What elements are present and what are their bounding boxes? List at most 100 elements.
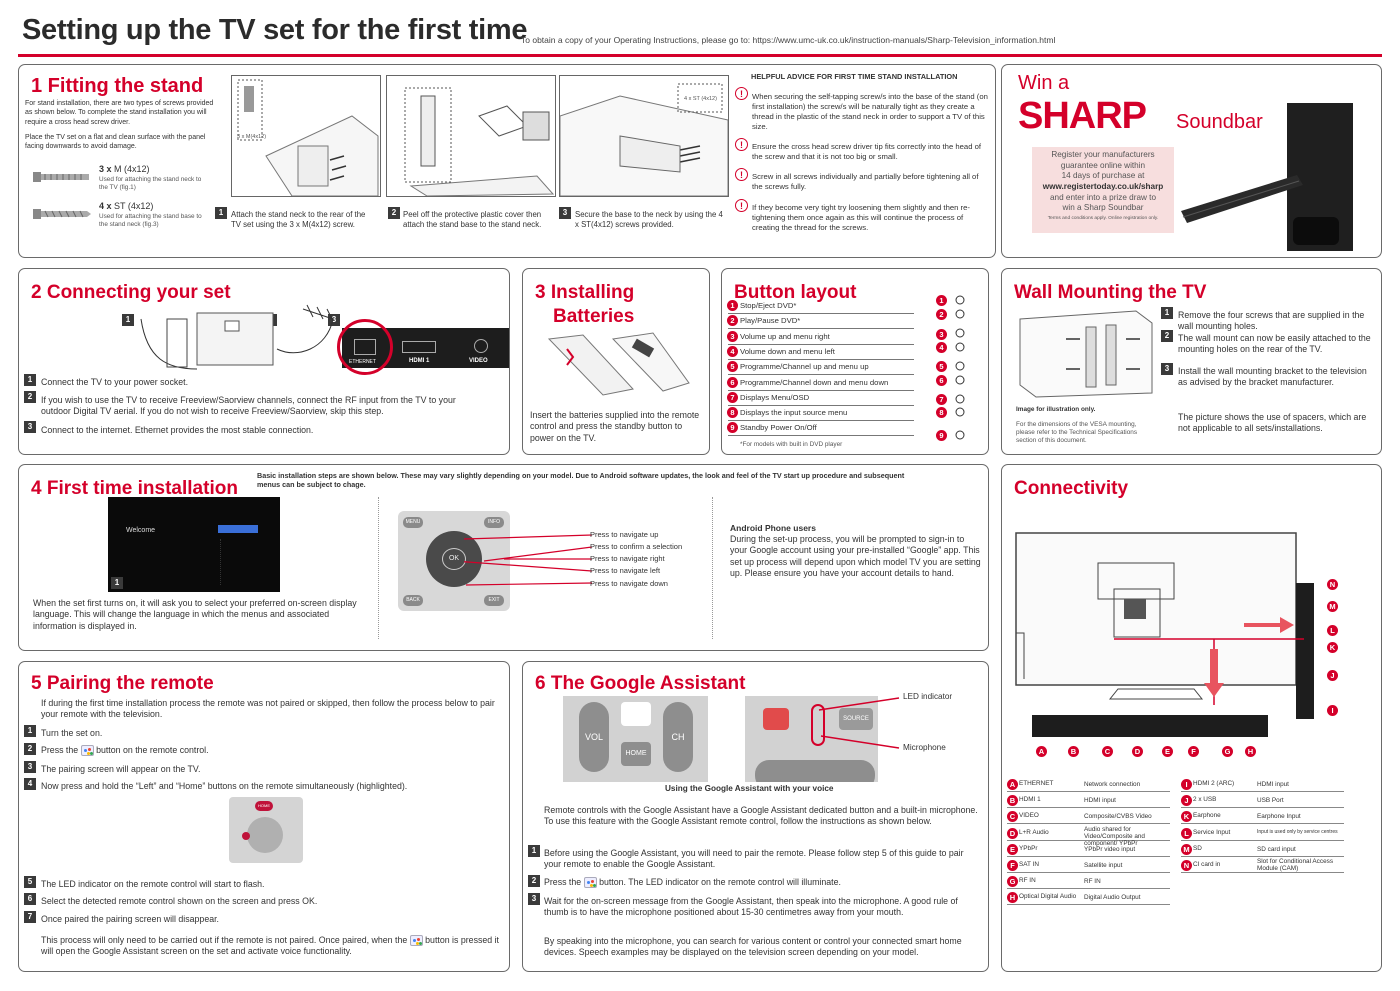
port-desc: HDMI input [1257,781,1289,788]
port-letter: H [1007,892,1018,904]
batteries-text: Insert the batteries supplied into the r… [530,410,700,443]
screw1-label: 3 x M (4x12) [99,164,150,174]
info-button[interactable]: INFO [484,517,504,528]
port-desc: USB Port [1257,797,1284,805]
port-letter: K [1181,811,1192,823]
screw1-desc: Used for attaching the stand neck to the… [99,176,202,191]
section-title: Connectivity [1014,478,1129,499]
port-letter: B [1007,795,1018,807]
ga-intro: Remote controls with the Google Assistan… [544,805,978,827]
button-number-4: 4 [727,346,738,357]
port-letter-m: M [1327,601,1338,612]
pairing-remote-image: HOME [229,797,303,863]
pair-step-1: Turn the set on. [41,728,103,738]
port-letter: N [1181,860,1192,871]
button-number-5: 5 [727,361,738,372]
port-letter: I [1181,779,1192,790]
advice-4: If they become very tight try loosening … [752,203,970,232]
advice-2: Ensure the cross head screw driver tip f… [752,142,982,161]
warning-icon: ! [735,87,748,100]
remote-mic-image: SOURCE [745,696,878,782]
android-title: Android Phone users [730,523,816,533]
button-desc: Displays the input source menu [728,406,914,421]
ch-rocker[interactable]: CH [663,702,693,772]
section-title-line-2: Batteries [553,306,635,327]
warning-icon: ! [735,138,748,151]
page-title: Setting up the TV set for the first time [22,14,528,46]
wall-image-caption: Image for illustration only. [1016,406,1096,413]
ga-step-1: Before using the Google Assistant, you w… [544,848,964,870]
wall-step-1-number: 1 [1161,307,1173,319]
power-button[interactable] [763,708,789,730]
port-desc: Audio shared for Video/Composite and com… [1084,825,1145,847]
pair-step-3: The pairing screen will appear on the TV… [41,764,201,774]
pair-step-5: The LED indicator on the remote control … [41,879,265,889]
button-desc: Volume up and menu right [728,330,914,345]
back-button[interactable]: BACK [403,595,423,606]
port-letter-k: K [1327,642,1338,653]
register-line: guarantee online within [1060,160,1146,170]
port-desc: YPbPr video input [1084,845,1136,853]
port-letter: F [1007,860,1018,871]
register-url[interactable]: www.registertoday.co.uk/sharp [1042,181,1164,191]
ok-button[interactable]: OK [442,548,466,570]
exit-button[interactable]: EXIT [484,595,504,606]
stand-step-1: Attach the stand neck to the rear of the… [231,210,366,229]
button-desc: Displays Menu/OSD [728,391,914,406]
google-assistant-icon [80,745,94,757]
nav-confirm: Press to confirm a selection [590,542,683,551]
register-box: Register your manufacturers guarantee on… [1032,147,1174,233]
port-letter-h: H [1245,746,1256,757]
home-button-highlighted[interactable]: HOME [255,801,273,811]
button-desc: Volume down and menu left [728,345,914,360]
port-letter-b: B [1068,746,1079,757]
panel-wall-mounting: Wall Mounting the TV Image for illustrat… [1001,268,1382,455]
google-assistant-button[interactable] [621,702,651,726]
connect-step-1: Connect the TV to your power socket. [41,377,189,387]
remote-nav-image: MENU INFO OK BACK EXIT [398,511,510,611]
dvd-footnote: *For models with built in DVD player [740,441,843,448]
ga-step-3-number: 3 [528,893,540,905]
port-letter-l: L [1327,625,1338,636]
port-desc: Composite/CVBS Video [1084,813,1152,821]
number-keys [755,760,875,782]
wall-step-2: The wall mount can now be easily attache… [1178,333,1371,355]
home-button[interactable]: HOME [621,742,651,766]
vol-rocker[interactable]: VOL [579,702,609,772]
panel-win-soundbar: Win a SHARP Soundbar Register your manuf… [1001,64,1382,258]
port-letter-g: G [1222,746,1233,757]
welcome-screen: Welcome 1 [108,497,280,592]
button-number-6: 6 [727,377,738,388]
ethernet-port-label: ETHERNET [349,359,376,365]
install-intro: Basic installation steps are shown below… [257,471,905,490]
port-letter: D [1007,827,1018,839]
panel-batteries: 3 Installing Batteries Insert the batter… [522,268,710,455]
port-name: Service Input [1193,828,1231,836]
side-number-1: 1 [936,295,947,306]
register-line: 14 days of purchase at [1061,171,1145,181]
warning-icon: ! [735,168,748,181]
port-letter: C [1007,811,1018,823]
tv-rear-diagram [1015,532,1314,737]
connect-step-2-number: 2 [24,391,36,403]
soundbar-text: Soundbar [1176,111,1263,133]
port-letter-c: C [1102,746,1113,757]
instructions-url[interactable]: To obtain a copy of your Operating Instr… [521,35,1056,45]
stand-figure-2 [386,75,556,197]
port-desc: RF IN [1084,878,1101,886]
port-letter-i: I [1327,705,1338,716]
port-desc: Slot for Conditional Access Module (CAM) [1257,858,1334,873]
port-name: VIDEO [1019,812,1039,820]
panel-connecting: 2 Connecting your set 1 2 3 ETHERNET HDM… [18,268,510,455]
left-button-highlighted[interactable] [242,832,250,840]
source-button[interactable]: SOURCE [839,708,873,730]
title-rule [18,54,1382,57]
win-a-text: Win a [1018,72,1070,94]
button-desc: Programme/Channel down and menu down [728,376,914,391]
led-indicator-label: LED indicator [903,692,953,701]
menu-button[interactable]: MENU [403,517,423,528]
connect-step-1-number: 1 [24,374,36,386]
